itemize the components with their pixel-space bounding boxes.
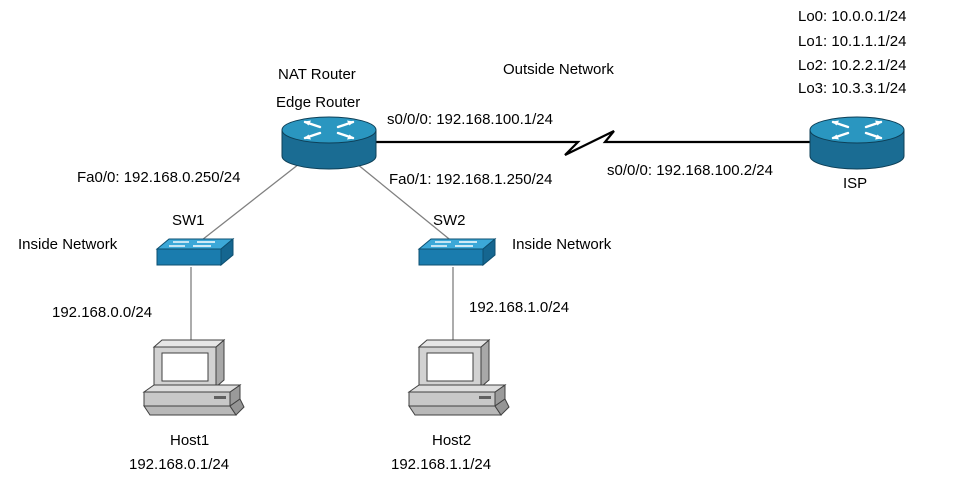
fa01-label: Fa0/1: 192.168.1.250/24 (389, 171, 553, 188)
sw1-label: SW1 (172, 212, 205, 229)
isp-loopback-0: Lo0: 10.0.0.1/24 (798, 8, 907, 25)
outside-network-label: Outside Network (503, 61, 614, 78)
inside-network-left-label: Inside Network (18, 236, 118, 253)
edge-router-label-edge: Edge Router (276, 94, 361, 111)
host1-pc-icon[interactable] (143, 339, 245, 416)
host2-ip-label: 192.168.1.1/24 (391, 456, 492, 473)
link-edge-sw1 (192, 163, 300, 248)
host2-name-label: Host2 (432, 432, 472, 449)
link-edge-sw2 (356, 163, 460, 248)
host1-name-label: Host1 (170, 432, 210, 449)
edge-s000-label: s0/0/0: 192.168.100.1/24 (387, 111, 553, 128)
isp-loopback-1: Lo1: 10.1.1.1/24 (798, 33, 907, 50)
inside-network-right-label: Inside Network (512, 236, 612, 253)
isp-loopback-3: Lo3: 10.3.3.1/24 (798, 80, 907, 97)
isp-label: ISP (843, 175, 868, 192)
sw1-switch-icon[interactable] (156, 238, 234, 266)
subnet-right-label: 192.168.1.0/24 (469, 299, 570, 316)
sw2-label: SW2 (433, 212, 466, 229)
host1-ip-label: 192.168.0.1/24 (129, 456, 230, 473)
host2-pc-icon[interactable] (408, 339, 510, 416)
isp-s000-label: s0/0/0: 192.168.100.2/24 (607, 162, 773, 179)
edge-router-icon[interactable] (280, 115, 378, 171)
isp-loopback-2: Lo2: 10.2.2.1/24 (798, 57, 907, 74)
edge-router-label-nat: NAT Router (278, 66, 356, 83)
fa00-label: Fa0/0: 192.168.0.250/24 (77, 169, 241, 186)
subnet-left-label: 192.168.0.0/24 (52, 304, 153, 321)
serial-link-edge-isp (376, 130, 812, 156)
sw2-switch-icon[interactable] (418, 238, 496, 266)
isp-router-icon[interactable] (808, 115, 906, 171)
